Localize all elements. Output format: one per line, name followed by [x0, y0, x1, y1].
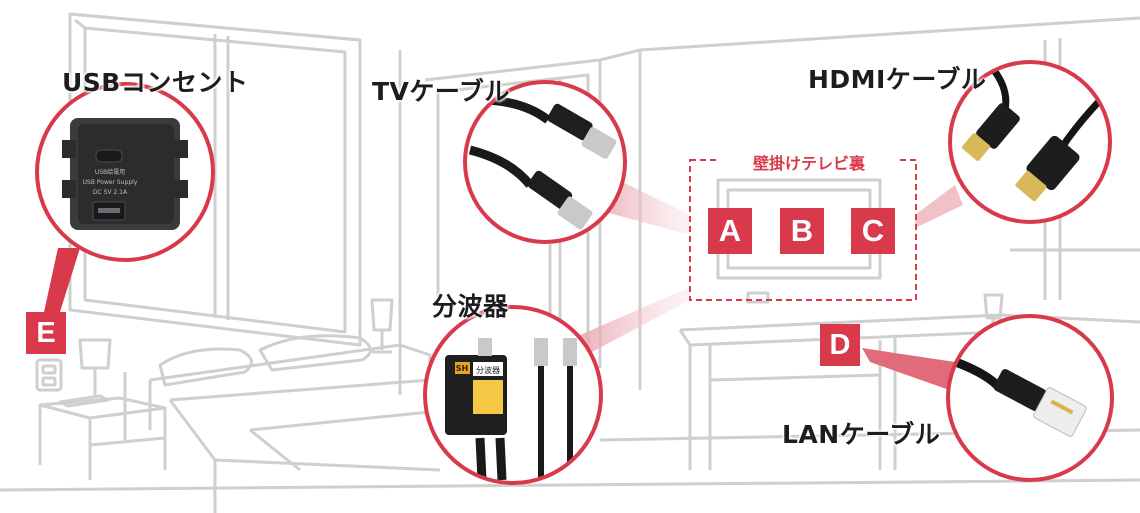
splitter-label-text: 分波器	[432, 292, 509, 321]
splitter-brand: SH	[456, 364, 468, 373]
usb-outlet-text-2: USB Power Supply	[83, 179, 138, 186]
splitter-photo: SH 分波器	[423, 305, 603, 485]
tv-back-area-caption: 壁掛けテレビ裏	[720, 150, 898, 174]
marker-e: E	[26, 312, 66, 354]
lan-cable-photo	[946, 314, 1114, 482]
marker-d: D	[820, 324, 860, 366]
tv-cable-label: TVケーブル	[372, 77, 510, 106]
wall-outlet	[35, 358, 63, 392]
marker-b: B	[780, 208, 824, 254]
lan-cable-label: LANケーブル	[782, 420, 941, 449]
usb-outlet-label: USBコンセント	[62, 68, 249, 97]
usb-outlet-photo: USB給電用 USB Power Supply DC 5V 2.1A	[35, 82, 215, 262]
hdmi-cable-label: HDMIケーブル	[808, 65, 987, 94]
ceiling-line	[639, 16, 1140, 52]
usb-outlet-text-3: DC 5V 2.1A	[93, 189, 128, 196]
splitter-label: 分波器	[476, 365, 500, 375]
tv-cable-photo	[463, 80, 627, 244]
marker-a: A	[708, 208, 752, 254]
floor-line	[0, 478, 1140, 492]
hdmi-cable-photo	[948, 60, 1112, 224]
marker-c: C	[851, 208, 895, 254]
usb-outlet-text-1: USB給電用	[95, 168, 125, 176]
wall-lamp	[370, 298, 394, 354]
nightstand	[38, 338, 167, 480]
